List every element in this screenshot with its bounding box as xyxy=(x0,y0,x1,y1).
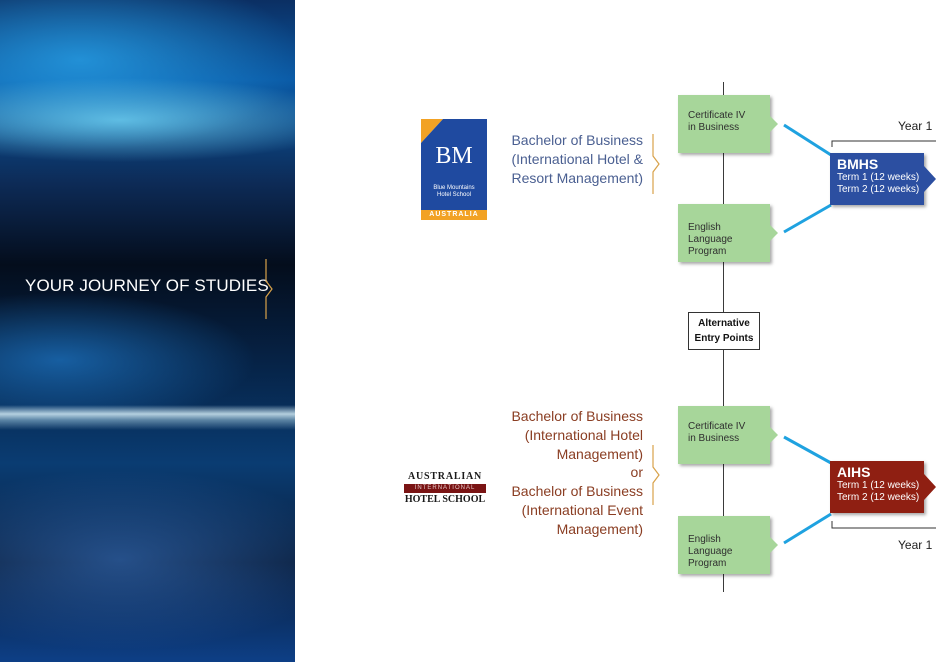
bm-program-line1: Bachelor of Business xyxy=(511,132,643,148)
bm-logo-shape xyxy=(421,119,487,210)
bm-program-text: Bachelor of Business (International Hote… xyxy=(511,131,643,188)
bm-certificate-line2: in Business xyxy=(688,122,740,133)
aihs-logo-line2: INTERNATIONAL xyxy=(404,484,486,493)
alternative-entry-points: Alternative Entry Points xyxy=(688,312,760,350)
bmhs-term2: Term 2 (12 weeks) xyxy=(837,184,920,195)
aihs-name: AIHS xyxy=(837,464,871,480)
connector-aihs-english xyxy=(783,512,832,545)
bmhs-term1: Term 1 (12 weeks) xyxy=(837,172,920,183)
bm-certificate-box: Certificate IV in Business xyxy=(678,95,778,153)
aihs-logo: AUSTRALIAN INTERNATIONAL HOTEL SCHOOL xyxy=(404,472,486,505)
bm-certificate-line1: Certificate IV xyxy=(688,110,746,121)
aihs-program-text: Bachelor of Business (International Hote… xyxy=(511,407,643,539)
aihs-year-bracket xyxy=(831,521,936,529)
aihs-year-label: Year 1 xyxy=(898,538,933,552)
bm-logo-country: AUSTRALIA xyxy=(421,210,487,220)
aihs-box: AIHS Term 1 (12 weeks) Term 2 (12 weeks) xyxy=(830,461,924,513)
bm-logo: BM Blue Mountains Hotel School AUSTRALIA xyxy=(421,119,487,220)
aihs-program-line7: Management) xyxy=(556,520,643,537)
aihs-arrow-icon xyxy=(924,474,936,500)
aihs-program-line3: Management) xyxy=(556,445,643,462)
aihs-term2: Term 2 (12 weeks) xyxy=(837,492,920,503)
aihs-certificate-box: Certificate IV in Business xyxy=(678,406,778,464)
aihs-english-line2: Language xyxy=(688,546,733,557)
journey-title: YOUR JOURNEY OF STUDIES xyxy=(25,276,269,295)
connector-bm-cert xyxy=(783,123,832,157)
bm-logo-name: Blue Mountains Hotel School xyxy=(423,185,485,199)
bm-program-line2: (International Hotel & xyxy=(511,151,643,167)
bm-english-line2: Language xyxy=(688,234,733,245)
aihs-program-line5: Bachelor of Business xyxy=(511,483,643,500)
bm-logo-name-line2: Hotel School xyxy=(436,192,472,198)
aihs-program-line4: or xyxy=(630,464,643,481)
alt-entry-line1: Alternative xyxy=(698,318,750,329)
bm-english-line3: Program xyxy=(688,246,727,257)
connector-bm-english xyxy=(783,203,832,234)
aihs-logo-line3: HOTEL SCHOOL xyxy=(404,494,486,505)
aihs-program-brace xyxy=(652,445,660,505)
bm-program-line3: Resort Management) xyxy=(511,170,643,186)
aihs-program-line1: Bachelor of Business xyxy=(511,408,643,424)
aihs-english-box: English Language Program xyxy=(678,516,778,574)
bmhs-name: BMHS xyxy=(837,156,879,172)
bm-english-line1: English xyxy=(688,222,721,233)
aihs-english-line3: Program xyxy=(688,558,727,569)
aihs-program-line6: (International Event xyxy=(521,501,643,518)
aihs-certificate-line2: in Business xyxy=(688,433,740,444)
aihs-term1: Term 1 (12 weeks) xyxy=(837,480,920,491)
bm-program-brace xyxy=(652,134,660,194)
chevron-right-icon xyxy=(265,259,273,319)
aihs-certificate-line1: Certificate IV xyxy=(688,421,746,432)
bmhs-year-label: Year 1 xyxy=(898,119,933,133)
bmhs-box: BMHS Term 1 (12 weeks) Term 2 (12 weeks) xyxy=(830,153,924,205)
bm-logo-letters: BM xyxy=(435,143,473,169)
aihs-english-line1: English xyxy=(688,534,721,545)
aihs-program-line2: (International Hotel xyxy=(524,426,643,443)
connector-aihs-cert xyxy=(783,435,832,465)
alt-entry-line2: Entry Points xyxy=(694,333,754,344)
bmhs-arrow-icon xyxy=(924,166,936,192)
bm-english-box: English Language Program xyxy=(678,204,778,262)
bm-logo-name-line1: Blue Mountains xyxy=(433,185,475,191)
aihs-logo-line1: AUSTRALIAN xyxy=(407,471,483,482)
cover-panel: YOUR JOURNEY OF STUDIES xyxy=(0,0,295,662)
bm-year-bracket xyxy=(831,140,936,147)
